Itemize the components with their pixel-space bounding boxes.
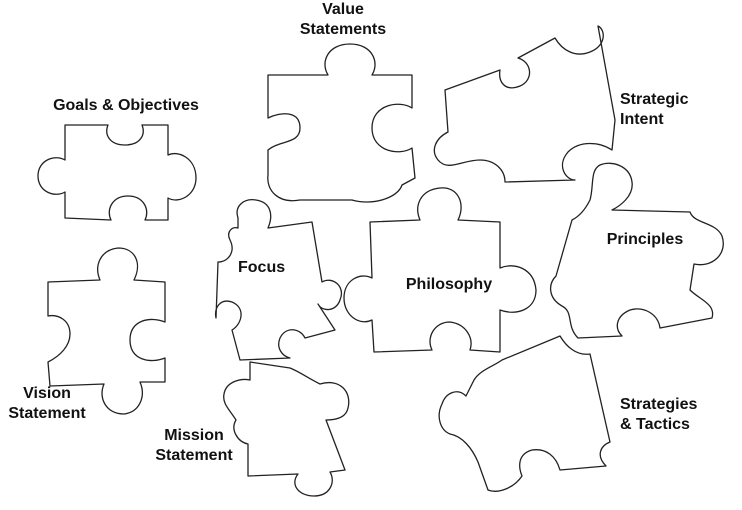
puzzle-piece-philosophy: [343, 187, 537, 353]
label-value-statements: Value Statements: [299, 1, 387, 38]
label-strategic-intent: Strategic Intent: [620, 91, 689, 128]
puzzle-piece-goals-objectives: [37, 124, 197, 221]
label-focus: Focus: [238, 259, 286, 276]
puzzle-piece-mission-statement: [223, 361, 350, 497]
puzzle-piece-value-statements: [267, 43, 416, 203]
puzzle-piece-principles: [550, 162, 724, 339]
label-philosophy: Philosophy: [405, 276, 493, 293]
label-mission-statement: Mission Statement: [155, 427, 233, 464]
label-strategies-tactics: Strategies & Tactics: [620, 396, 698, 433]
puzzle-piece-strategic-intent: [433, 25, 616, 183]
puzzle-piece-vision-statement: [47, 247, 166, 415]
puzzle-piece-focus: [214, 199, 343, 361]
puzzle-piece-strategies-tactics: [438, 335, 611, 492]
label-goals-objectives: Goals & Objectives: [53, 97, 199, 114]
label-principles: Principles: [606, 231, 684, 248]
label-vision-statement: Vision Statement: [8, 385, 86, 422]
